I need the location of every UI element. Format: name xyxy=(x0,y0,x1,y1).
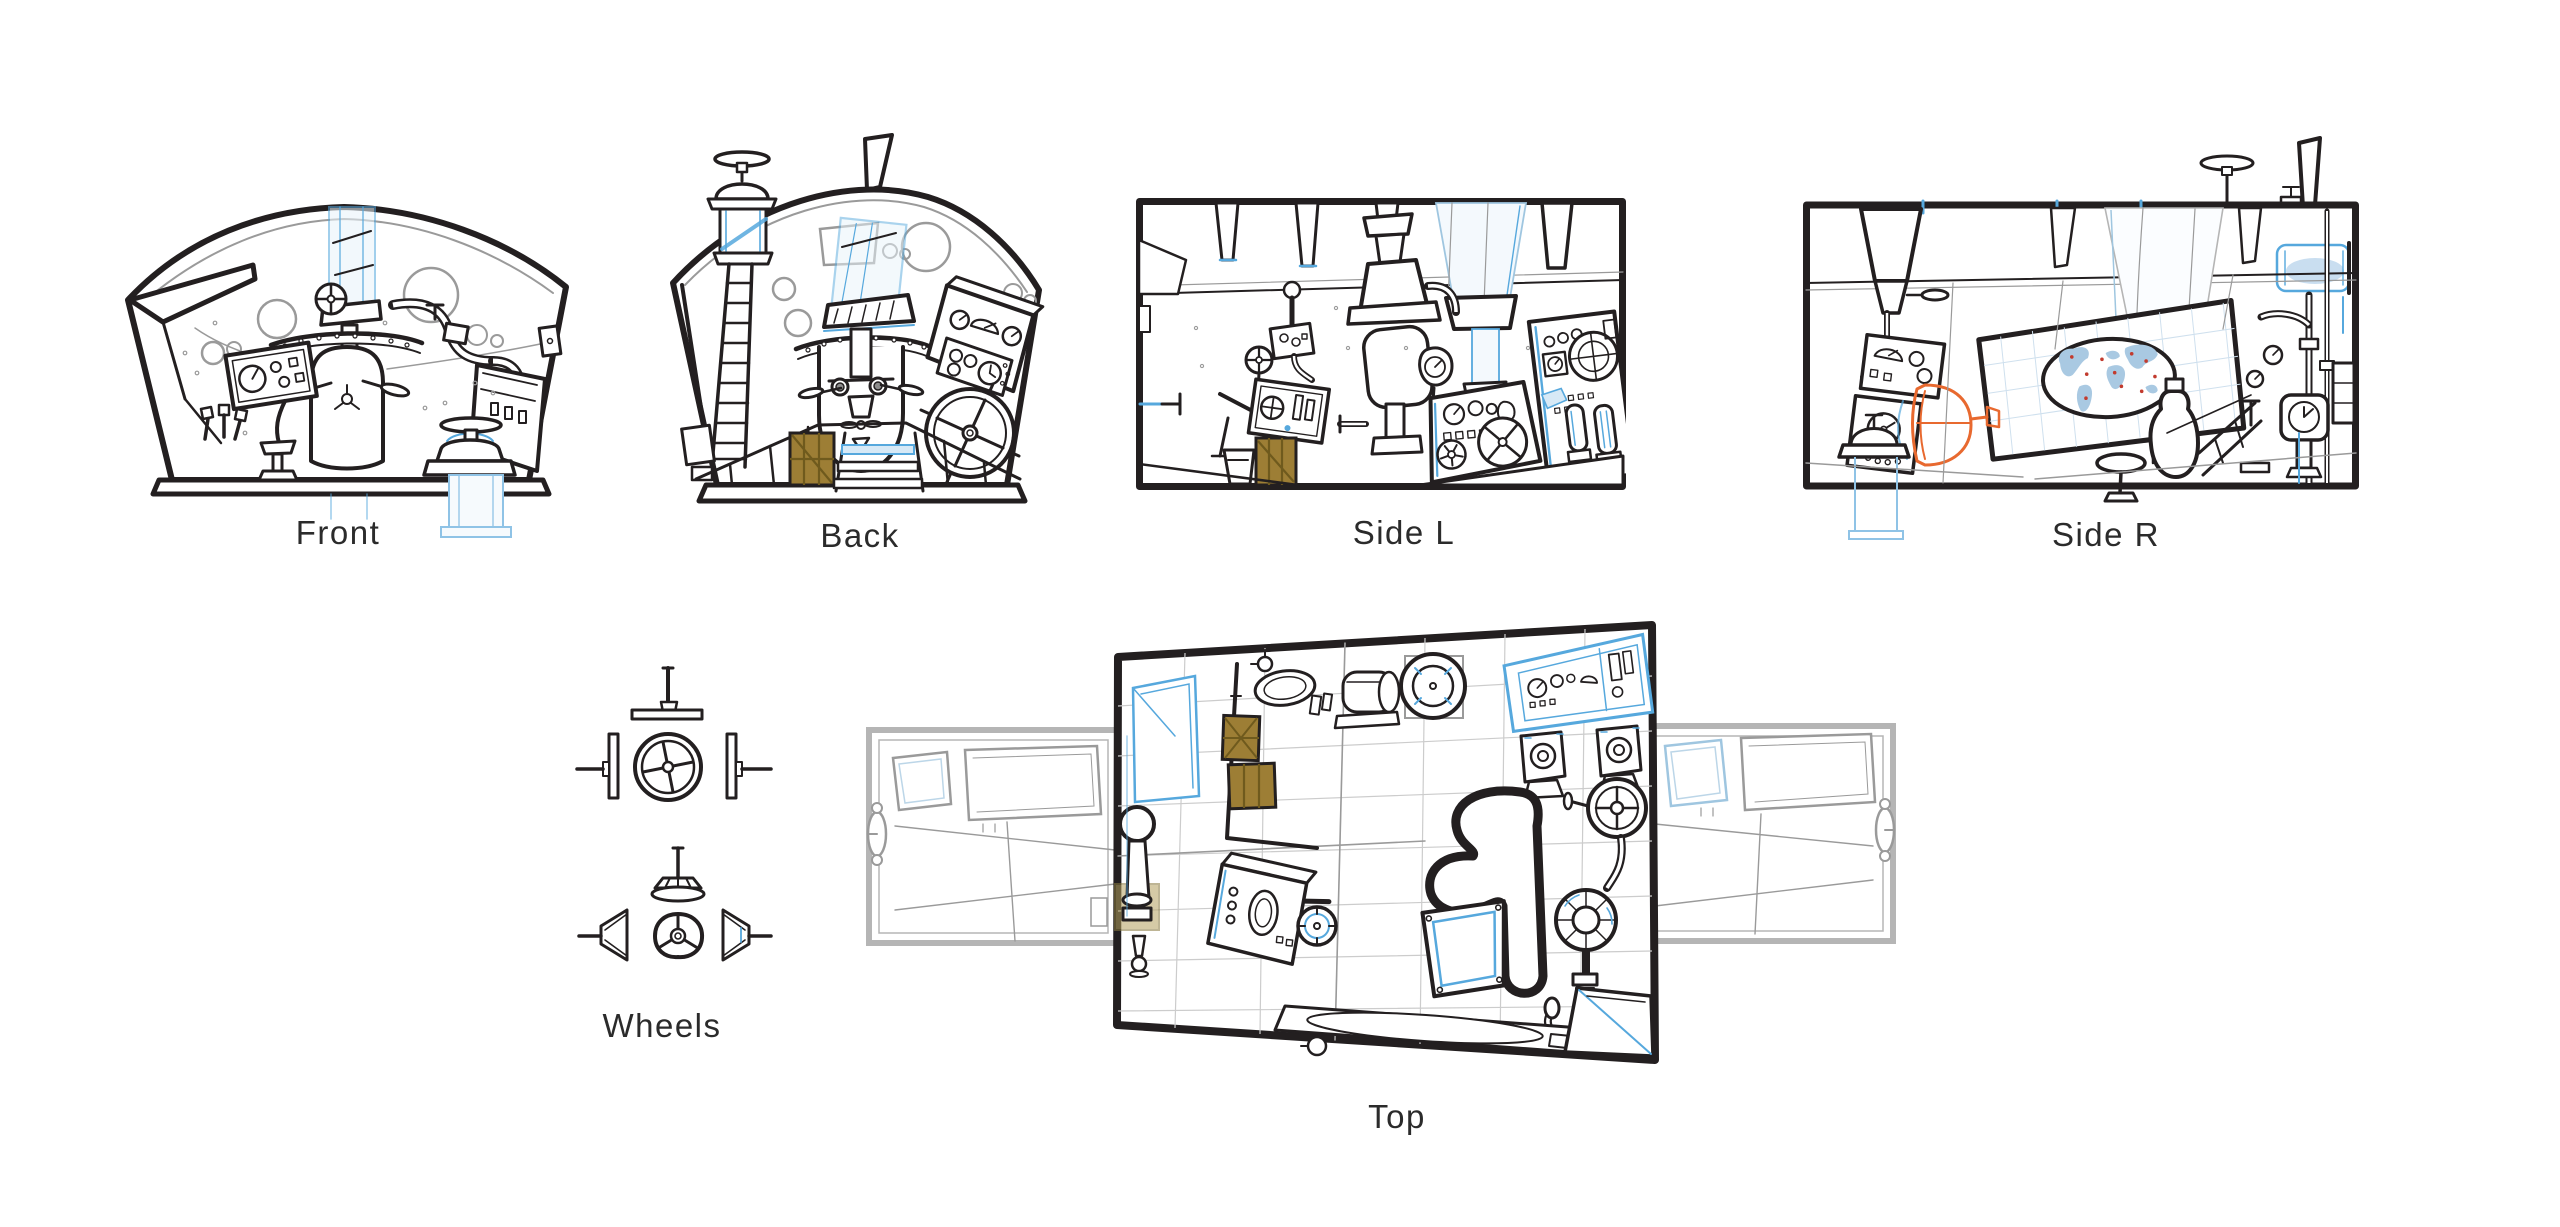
ball-lever xyxy=(1114,805,1160,931)
pawn-piece xyxy=(1129,934,1149,978)
corner-wedge xyxy=(1563,986,1655,1058)
left-console xyxy=(1246,377,1331,445)
side-right-view-drawing xyxy=(1803,136,2359,540)
hanging-levers xyxy=(2049,206,2263,269)
gauge-panel xyxy=(223,340,319,412)
floor-line xyxy=(1137,462,1300,487)
top-view-label: Top xyxy=(1368,1098,1426,1135)
sink xyxy=(1250,649,1334,716)
wheels-view-label: Wheels xyxy=(602,1007,722,1044)
left-pod-ghost xyxy=(866,727,1121,946)
side-right-view-label: Side R xyxy=(2051,516,2161,553)
mid-console xyxy=(1428,380,1543,485)
monitor xyxy=(1268,280,1316,383)
wheels-drawing xyxy=(575,666,773,962)
left-visor xyxy=(127,262,258,445)
crate xyxy=(1222,436,1298,487)
right-console xyxy=(1526,309,1626,487)
right-pod-ghost xyxy=(1641,723,1896,944)
periscope-ghost xyxy=(822,216,916,332)
stool xyxy=(2095,452,2147,503)
crate xyxy=(788,431,836,487)
back-view-label: Back xyxy=(820,517,900,554)
ladder xyxy=(710,262,754,469)
wall-levers xyxy=(199,403,249,441)
gauge-console xyxy=(925,275,1045,397)
four-spoke-wheel-sides xyxy=(575,732,773,800)
top-view xyxy=(865,616,1897,1090)
ghost-lines xyxy=(330,493,368,520)
back-view-drawing xyxy=(670,133,1045,504)
front-view-label: Front xyxy=(295,514,381,551)
wheels-view xyxy=(575,652,775,972)
tower xyxy=(706,150,778,266)
four-spoke-wheel-top xyxy=(630,666,704,721)
floor-lines xyxy=(1805,452,2357,480)
ghost-valve xyxy=(1837,413,1911,540)
blue-console xyxy=(1502,632,1655,734)
blue-cabinet xyxy=(1131,674,1201,804)
floor-valve xyxy=(422,416,517,538)
flask xyxy=(2148,377,2271,479)
side-left-view-label: Side L xyxy=(1352,514,1456,551)
funnel-stack xyxy=(1346,212,1460,326)
rivets xyxy=(1193,305,1531,369)
left-wall xyxy=(1137,238,1188,416)
fan-wheel xyxy=(1554,888,1618,952)
hatch-wheel xyxy=(1562,777,1648,839)
side-right-view xyxy=(1803,133,2363,547)
back-view xyxy=(668,133,1048,505)
paper-roll xyxy=(1333,670,1401,730)
chair xyxy=(257,399,299,482)
helm-wheel xyxy=(919,382,1021,484)
side-left-view-drawing xyxy=(1136,198,1626,490)
three-spoke-wheel-front xyxy=(653,912,705,960)
wall-pole xyxy=(680,283,716,482)
crates xyxy=(1220,713,1278,811)
front-view xyxy=(125,203,570,545)
round-gauge xyxy=(1296,905,1338,947)
wall-seams xyxy=(1942,274,2234,484)
rivets xyxy=(182,320,496,436)
floor-bench xyxy=(1273,1004,1590,1057)
blue-canister xyxy=(2275,241,2351,295)
step-ladder xyxy=(832,431,925,493)
periscope-ghost xyxy=(1434,202,1528,437)
porthole-dome xyxy=(1399,652,1467,720)
front-view-drawing xyxy=(125,204,569,538)
four-spoke-wheel-front xyxy=(633,732,703,802)
top-view-drawing xyxy=(866,621,1896,1064)
floor-window xyxy=(1420,899,1506,999)
three-spoke-wheel-top xyxy=(650,846,706,903)
three-spoke-wheel-sides xyxy=(577,908,773,962)
center-tank xyxy=(309,345,385,471)
platform xyxy=(1418,454,1625,487)
side-left-view xyxy=(1136,198,1626,490)
